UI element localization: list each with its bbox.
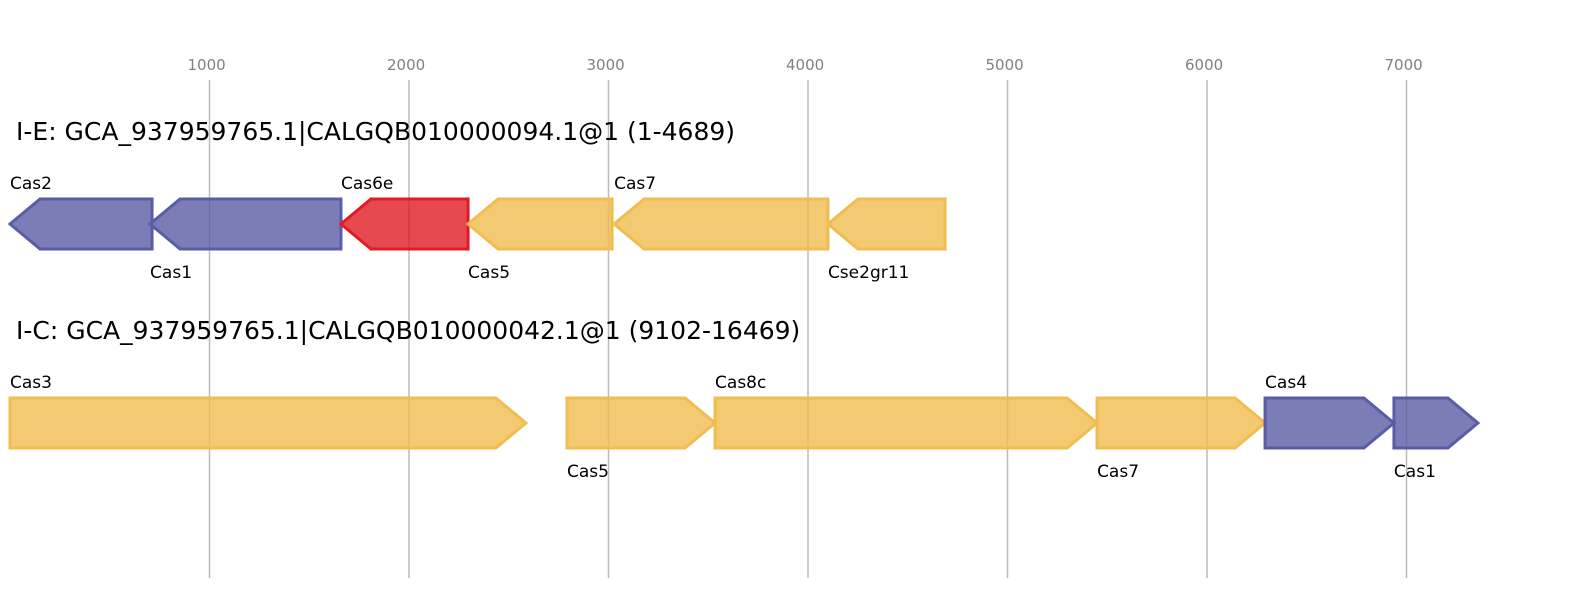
tick-label: 6000 xyxy=(1185,56,1223,74)
gene-label: Cas8c xyxy=(715,373,766,393)
gene-label: Cas2 xyxy=(10,174,52,194)
gene-arrow-cas1[interactable] xyxy=(147,197,343,251)
gene-arrow-cas4[interactable] xyxy=(1263,396,1397,450)
tick-label: 1000 xyxy=(188,56,226,74)
track: I-C: GCA_937959765.1|CALGQB010000042.1@1… xyxy=(8,316,1481,482)
gene-arrow-cas5[interactable] xyxy=(565,396,718,450)
gene-label: Cas1 xyxy=(150,263,192,283)
tick-label: 5000 xyxy=(986,56,1024,74)
track-title: I-C: GCA_937959765.1|CALGQB010000042.1@1… xyxy=(16,316,800,345)
gene-arrow-cas2[interactable] xyxy=(7,197,154,251)
gene-label: Cas1 xyxy=(1394,462,1436,482)
gene-label: Cas6e xyxy=(341,174,393,194)
gene-arrow-cas6e[interactable] xyxy=(338,197,470,251)
gene-arrow-cas7[interactable] xyxy=(1095,396,1268,450)
gene-arrow-cas7[interactable] xyxy=(611,197,830,251)
gene-label: Cas7 xyxy=(614,174,656,194)
tick-label: 2000 xyxy=(387,56,425,74)
tick-label: 7000 xyxy=(1385,56,1423,74)
axis-grid: 1000 2000 3000 4000 5000 6000 7000 xyxy=(188,56,1423,578)
gene-arrow-cas1[interactable] xyxy=(1392,396,1481,450)
gene-label: Cas5 xyxy=(468,263,510,283)
gene-label: Cas4 xyxy=(1265,373,1307,393)
gene-label: Cas7 xyxy=(1097,462,1139,482)
track-title: I-E: GCA_937959765.1|CALGQB010000094.1@1… xyxy=(16,117,735,146)
gene-arrow-cas3[interactable] xyxy=(8,396,529,450)
tick-label: 3000 xyxy=(587,56,625,74)
tick-label: 4000 xyxy=(786,56,824,74)
gene-arrow-cas8c[interactable] xyxy=(713,396,1100,450)
gene-label: Cas5 xyxy=(567,462,609,482)
tracks: I-E: GCA_937959765.1|CALGQB010000094.1@1… xyxy=(7,117,1481,482)
gene-arrow-cas5[interactable] xyxy=(465,197,614,251)
gene-label: Cse2gr11 xyxy=(828,263,909,283)
track: I-E: GCA_937959765.1|CALGQB010000094.1@1… xyxy=(7,117,947,283)
gene-label: Cas3 xyxy=(10,373,52,393)
gene-arrow-cse2gr11[interactable] xyxy=(825,197,947,251)
